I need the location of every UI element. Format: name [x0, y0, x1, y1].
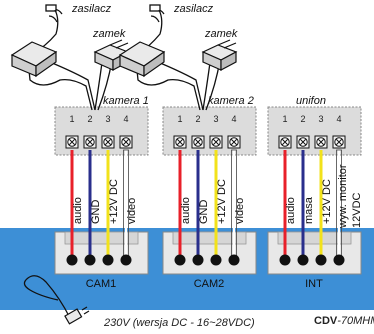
wire-label-camera_1-1: audio	[72, 197, 84, 224]
wire-label-handset-3: +12V DC	[321, 179, 333, 224]
label-camera-2: kamera 2	[208, 95, 254, 107]
lock-2-icon	[201, 39, 238, 71]
power-supply-2-icon	[118, 41, 166, 78]
connector-label-int: INT	[305, 278, 323, 290]
power-supply-1-icon	[10, 41, 58, 78]
model-name: CDV-70MHM	[314, 315, 374, 327]
label-power-supply-2: zasilacz	[173, 3, 214, 15]
screw-cross-camera_1-1	[69, 139, 75, 145]
label-lock-2: zamek	[204, 28, 238, 40]
terminal-number-camera_1-2: 2	[87, 114, 92, 124]
terminal-number-camera_1-1: 1	[69, 114, 74, 124]
power-supply-2-group	[135, 4, 221, 111]
connector-pin-camera_2-3	[210, 254, 222, 266]
wire-label-camera_1-2: GND	[90, 200, 102, 225]
model-prefix: CDV	[314, 315, 338, 327]
connector-pin-camera_2-1	[174, 254, 186, 266]
connector-pin-camera_1-3	[102, 254, 114, 266]
screw-cross-handset-1	[282, 139, 288, 145]
wire-label-handset-1: audio	[285, 197, 297, 224]
screw-cross-camera_1-3	[105, 139, 111, 145]
wire-label-camera_2-1: audio	[180, 197, 192, 224]
screw-cross-handset-2	[300, 139, 306, 145]
terminal-number-camera_1-3: 3	[105, 114, 110, 124]
terminal-number-handset-1: 1	[282, 114, 287, 124]
power-spec-text: 230V (wersja DC - 16~28VDC)	[103, 317, 255, 329]
terminal-number-camera_2-2: 2	[195, 114, 200, 124]
screw-cross-camera_2-3	[213, 139, 219, 145]
label-lock-1: zamek	[92, 28, 126, 40]
connector-pin-handset-2	[297, 254, 309, 266]
connector-pin-camera_1-1	[66, 254, 78, 266]
screw-cross-camera_1-2	[87, 139, 93, 145]
connector-pin-camera_1-2	[84, 254, 96, 266]
connector-pin-handset-3	[315, 254, 327, 266]
terminals-layer: 1 2 3 4 1 2 3 4 1 2 3 4	[65, 114, 346, 266]
terminal-number-handset-2: 2	[300, 114, 305, 124]
connector-pin-camera_1-4	[120, 254, 132, 266]
screw-cross-handset-3	[318, 139, 324, 145]
wire-label-camera_2-3: +12V DC	[216, 179, 228, 224]
wire-label-camera_2-4: video	[234, 198, 246, 224]
terminal-number-camera_2-3: 3	[213, 114, 218, 124]
mains-cord	[23, 275, 71, 319]
connector-pin-camera_2-2	[192, 254, 204, 266]
mains-plug-icon	[64, 306, 90, 325]
connector-pin-handset-4	[333, 254, 345, 266]
model-suffix: -70MHM	[337, 315, 374, 327]
terminal-number-camera_1-4: 4	[123, 114, 128, 124]
screw-cross-camera_1-4	[123, 139, 129, 145]
screw-cross-camera_2-2	[195, 139, 201, 145]
screw-cross-camera_2-1	[177, 139, 183, 145]
label-handset: unifon	[296, 95, 326, 107]
terminal-number-handset-3: 3	[318, 114, 323, 124]
terminal-number-camera_2-1: 1	[177, 114, 182, 124]
connector-label-cam2: CAM2	[194, 278, 225, 290]
wire-label-camera_2-2: GND	[198, 200, 210, 225]
wire-label-camera_1-4: video	[126, 198, 138, 224]
label-camera-1: kamera 1	[103, 95, 149, 107]
terminal-number-handset-4: 4	[336, 114, 341, 124]
wires-layer	[70, 149, 342, 259]
screw-cross-handset-4	[336, 139, 342, 145]
wire-label-camera_1-3: +12V DC	[108, 179, 120, 224]
terminal-number-camera_2-4: 4	[231, 114, 236, 124]
screw-cross-camera_2-4	[231, 139, 237, 145]
connector-pin-camera_2-4	[228, 254, 240, 266]
connector-label-cam1: CAM1	[86, 278, 117, 290]
label-power-supply-1: zasilacz	[71, 3, 112, 15]
wire-labels-layer: audio GND +12V DC video audio GND +12V DC video…	[72, 164, 363, 229]
wire-label-handset-2: masa	[303, 196, 315, 224]
connector-pin-handset-1	[279, 254, 291, 266]
